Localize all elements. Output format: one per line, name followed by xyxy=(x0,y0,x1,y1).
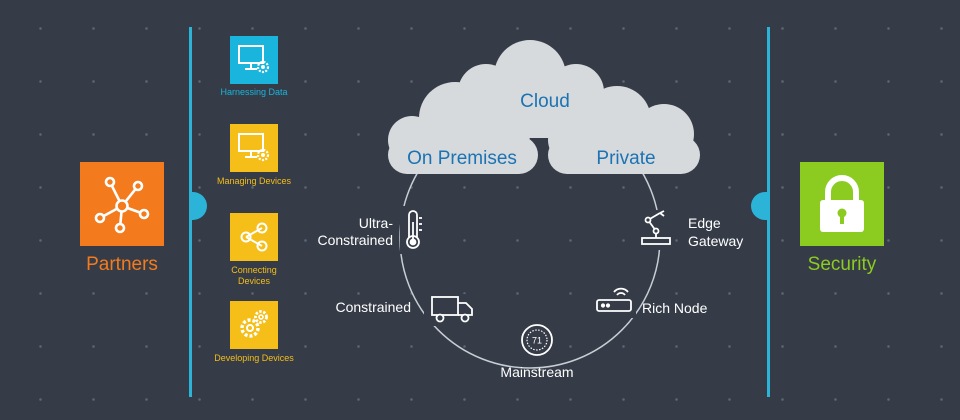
thermometer-icon xyxy=(406,210,422,249)
ultra-constrained-label-line1: Ultra- xyxy=(359,215,394,231)
edge-gateway-label-line2: Gateway xyxy=(688,233,743,249)
cloud-right-label: Private xyxy=(596,148,655,169)
rich-node-label: Rich Node xyxy=(642,300,708,316)
constrained-label: Constrained xyxy=(336,299,412,315)
monitor-gear-icon xyxy=(238,45,270,74)
cloud-top-label: Cloud xyxy=(520,91,570,112)
harnessing-data-tile xyxy=(230,36,278,84)
cloud-right xyxy=(548,86,700,174)
right-divider-line xyxy=(767,27,770,397)
edge-gateway-label-line1: Edge xyxy=(688,215,721,231)
ultra-constrained-label-line2: Constrained xyxy=(318,232,394,248)
cloud-left xyxy=(388,82,538,174)
partners-label: Partners xyxy=(86,254,158,275)
thermostat-icon: 71 xyxy=(521,324,553,356)
network-hub-icon xyxy=(94,176,150,234)
share-icon xyxy=(240,222,268,252)
security-tile xyxy=(800,162,884,246)
developing-devices-label: Developing Devices xyxy=(214,353,294,363)
robot-arm-icon xyxy=(641,210,671,245)
connecting-devices-label: Connecting Devices xyxy=(231,265,277,286)
padlock-icon xyxy=(820,175,864,232)
right-connector-tab xyxy=(751,192,767,220)
harnessing-data-label: Harnessing Data xyxy=(220,87,288,97)
security-label: Security xyxy=(807,254,877,275)
gears-icon xyxy=(240,310,268,338)
developing-devices-tile xyxy=(230,301,278,349)
cloud-left-label: On Premises xyxy=(407,148,517,169)
mainstream-label: Mainstream xyxy=(500,364,573,380)
connecting-devices-tile xyxy=(230,213,278,261)
partners-tile xyxy=(80,162,164,246)
truck-icon xyxy=(431,296,473,323)
managing-devices-label: Managing Devices xyxy=(216,176,292,186)
left-connector-tab xyxy=(191,192,207,220)
thermostat-reading: 71 xyxy=(532,336,542,346)
managing-devices-tile xyxy=(230,124,278,172)
left-divider-line xyxy=(189,27,192,397)
monitor-gear-icon xyxy=(238,133,270,162)
router-icon xyxy=(596,287,632,312)
